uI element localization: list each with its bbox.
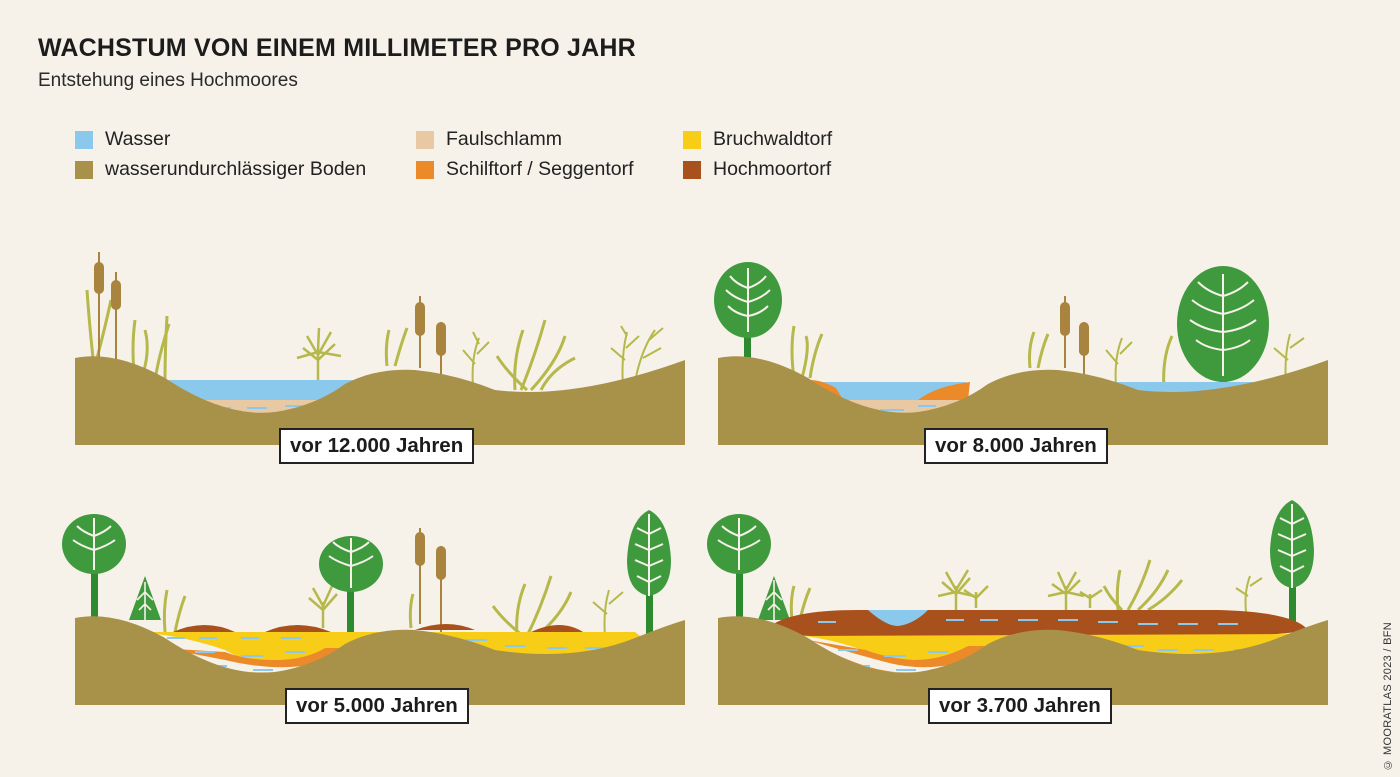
panel-label: vor 8.000 Jahren bbox=[924, 428, 1108, 464]
legend-swatch bbox=[416, 130, 434, 149]
bog-peat-humps bbox=[173, 624, 583, 632]
legend-item-carr-peat: Bruchwaldtorf bbox=[683, 128, 832, 151]
credit: © MOORATLAS 2023 / BFN bbox=[1382, 622, 1394, 771]
legend-item-reed-peat: Schilftorf / Seggentorf bbox=[416, 158, 634, 181]
page-title: WACHSTUM VON EINEM MILLIMETER PRO JAHR bbox=[38, 34, 636, 62]
water-pool bbox=[868, 610, 928, 626]
vegetation bbox=[707, 500, 1314, 622]
legend-swatch bbox=[683, 160, 701, 179]
legend-swatch bbox=[416, 160, 434, 179]
panel-label: vor 3.700 Jahren bbox=[928, 688, 1112, 724]
legend-label: Wasser bbox=[105, 128, 171, 150]
legend-item-mud: Faulschlamm bbox=[416, 128, 562, 151]
landscape-5000 bbox=[62, 510, 685, 705]
soil bbox=[75, 616, 685, 705]
soil bbox=[75, 356, 685, 445]
reed-peat-right bbox=[918, 382, 970, 400]
legend-item-bog-peat: Hochmoortorf bbox=[683, 158, 831, 181]
legend-label: Bruchwaldtorf bbox=[713, 128, 833, 150]
legend-item-soil: wasserundurchlässiger Boden bbox=[75, 158, 366, 181]
legend-swatch bbox=[683, 130, 701, 149]
panel-8000: vor 8.000 Jahren bbox=[714, 240, 1328, 464]
vegetation bbox=[714, 262, 1305, 392]
page-subtitle: Entstehung eines Hochmoores bbox=[38, 70, 298, 91]
legend-label: Faulschlamm bbox=[446, 128, 562, 150]
landscape-12000 bbox=[75, 252, 685, 445]
landscape-8000 bbox=[714, 262, 1328, 445]
panel-5000: vor 5.000 Jahren bbox=[62, 500, 685, 724]
soil bbox=[718, 356, 1328, 445]
carr-peat bbox=[804, 634, 1298, 665]
reed-peat bbox=[159, 642, 647, 668]
legend-swatch bbox=[75, 130, 93, 149]
legend-label: Hochmoortorf bbox=[713, 158, 832, 180]
legend: Wasser wasserundurchlässiger Boden Fauls… bbox=[75, 128, 895, 188]
landscape-3700 bbox=[707, 500, 1328, 705]
carr-peat bbox=[139, 632, 645, 665]
vegetation bbox=[62, 510, 671, 638]
panel-3700: vor 3.700 Jahren bbox=[707, 500, 1328, 724]
panel-12000: vor 12.000 Jahren bbox=[75, 240, 685, 464]
legend-item-water: Wasser bbox=[75, 128, 170, 151]
legend-label: wasserundurchlässiger Boden bbox=[105, 158, 367, 180]
panel-label: vor 5.000 Jahren bbox=[285, 688, 469, 724]
legend-label: Schilftorf / Seggentorf bbox=[446, 158, 634, 180]
vegetation bbox=[85, 252, 664, 392]
reed-peat bbox=[808, 638, 1300, 668]
legend-swatch bbox=[75, 160, 93, 179]
panel-label: vor 12.000 Jahren bbox=[279, 428, 475, 464]
soil bbox=[718, 616, 1328, 705]
